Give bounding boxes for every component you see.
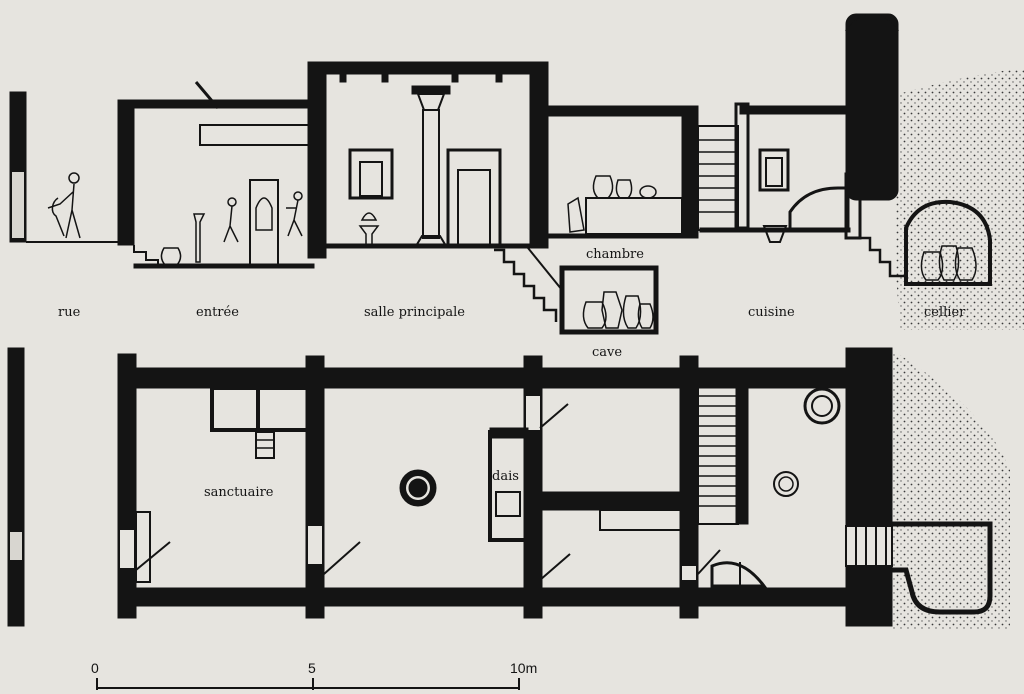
plan-stair-treads [698, 395, 738, 507]
hall-offering-stand [358, 212, 380, 247]
label-sanctuaire: sanctuaire [204, 485, 274, 500]
chambre-right-wall [681, 105, 699, 239]
kitchen-floor [699, 227, 851, 233]
entrance-left-wall [117, 101, 135, 246]
kitchen-window-inner [765, 157, 783, 187]
plan-left-wall [117, 353, 137, 619]
plan-stair [697, 383, 739, 525]
chambre-roof [547, 105, 699, 117]
stairs-to-cave [494, 248, 558, 322]
kitchen-basin [762, 225, 788, 243]
cellar-left-wall [844, 172, 862, 240]
plan-sanctuary-step [255, 431, 275, 459]
hall-window-left-inner [359, 161, 383, 197]
plan-kitchen-oven [710, 561, 768, 588]
scale-bar [96, 678, 520, 690]
section-view [9, 13, 1024, 335]
plan-street-wall-band [10, 532, 22, 560]
cave-box [559, 265, 659, 335]
plan-dais-ledge [489, 427, 529, 439]
plan-door-swings [135, 403, 721, 581]
hall-right-wall [529, 61, 549, 249]
cellar-tower [845, 13, 899, 201]
hall-door-right [446, 148, 502, 248]
cellar-steps [860, 236, 906, 278]
plan-door-gap-b [526, 396, 540, 430]
cellar-vault [904, 199, 992, 286]
plan-back-wall [845, 347, 893, 627]
plan-inner-box [599, 509, 683, 531]
label-entree: entrée [196, 305, 239, 320]
entrance-steps [133, 245, 159, 268]
kitchen-roof [739, 105, 851, 115]
chambre-bench [585, 197, 683, 235]
hall-roof [307, 61, 549, 75]
plan-cellar-passage [892, 521, 993, 615]
shrine-niche [255, 197, 273, 231]
entrance-inner-frame [199, 124, 311, 146]
plan-dais [488, 430, 528, 542]
street-wall-light-band [12, 172, 24, 238]
hall-column [411, 85, 451, 247]
kitchen-stair-frame [697, 125, 739, 231]
hall-window-left [348, 148, 394, 200]
plan-view [7, 347, 1010, 630]
kitchen-stair-treads [698, 139, 738, 213]
cave-jars [582, 291, 654, 329]
cellar-jars [920, 245, 977, 281]
plan-door-frame-left [135, 511, 151, 583]
stairs-rail [527, 247, 563, 291]
label-salle-principale: salle principale [364, 305, 465, 320]
plan-door-gap-left [120, 530, 134, 568]
hall-door-right-inner [457, 169, 491, 247]
cellar-tower-cap [844, 13, 900, 31]
plan-street-wall [7, 347, 25, 627]
chambre-jars [567, 175, 657, 233]
hillside-stipple [895, 70, 1024, 330]
label-cellier: cellier [924, 305, 966, 320]
plan-inner-wall [541, 491, 683, 511]
scale-label-0: 0 [91, 660, 99, 676]
scale-label-5: 5 [308, 660, 316, 676]
label-cuisine: cuisine [748, 305, 795, 320]
entrance-parapet [194, 81, 220, 109]
plan-door-gap-a [308, 526, 322, 564]
entrance-jars [160, 213, 206, 267]
plan-kitchen-jar-large [803, 387, 841, 425]
plan-stair-wall [735, 371, 749, 525]
roof-beams [339, 73, 503, 83]
kitchen-window [758, 148, 790, 192]
street-figures [47, 172, 81, 239]
scale-label-10: 10m [510, 660, 537, 676]
plan-door-gap-c [682, 566, 696, 580]
label-cave: cave [592, 345, 622, 360]
plan-bottom-wall [117, 587, 849, 607]
label-rue: rue [58, 305, 81, 320]
label-dais: dais [492, 469, 519, 484]
plan-hillside-stipple [892, 350, 1010, 630]
hall-left-wall [307, 61, 327, 259]
entrance-floor [133, 263, 315, 269]
plan-back-steps [845, 525, 893, 567]
entrance-figures [223, 191, 303, 243]
label-chambre: chambre [586, 247, 644, 262]
plan-kitchen-jar-small [773, 471, 799, 497]
entrance-doorway [249, 179, 279, 267]
plan-dais-inner [495, 491, 521, 517]
kitchen-oven [788, 186, 850, 232]
